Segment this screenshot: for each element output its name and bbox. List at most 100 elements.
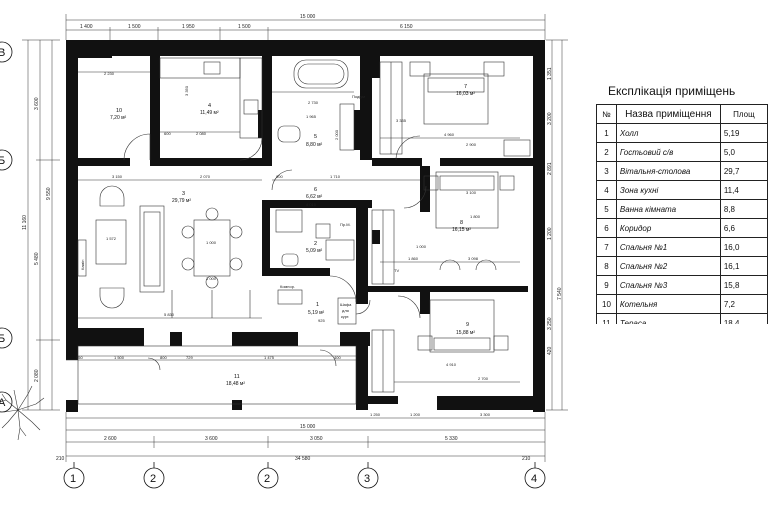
dim-living-h: 5 830 <box>164 312 175 317</box>
left-dim-1: 3 600 <box>34 97 40 110</box>
walls <box>66 40 545 412</box>
terrace-dim-9: 3 300 <box>480 412 491 417</box>
header-area: Площ <box>719 104 768 124</box>
dim-wc-1000: 1 000 <box>416 244 427 249</box>
axis-col-2: 2 <box>150 473 156 485</box>
row-room-name: Ванна кімната <box>615 199 721 219</box>
top-dim-2: 1 500 <box>128 24 141 30</box>
label-kur: курт. <box>341 314 349 319</box>
room-9-number: 9 <box>466 322 469 328</box>
dim-sofa-1572: 1 572 <box>106 236 117 241</box>
terrace-dim-3: 800 <box>160 355 167 360</box>
dim-b2-1860: 1 860 <box>408 256 419 261</box>
header-room-name: Назва приміщення <box>615 104 721 124</box>
top-dim-3: 1 950 <box>182 24 195 30</box>
row-number: 4 <box>596 180 617 200</box>
terrace-outline <box>66 345 357 405</box>
left-dim-3: 2 080 <box>34 369 40 382</box>
row-number: 1 <box>596 123 617 143</box>
dim-kitchen-w: 2 080 <box>196 131 207 136</box>
bottom-dim-4: 5 330 <box>445 436 458 442</box>
dim-b2-w: 3 100 <box>466 190 477 195</box>
bottom-overall-dim: 34 580 <box>295 456 311 462</box>
room-3-number: 3 <box>182 191 185 197</box>
room-2-number: 2 <box>314 241 317 247</box>
row-number: 9 <box>596 275 617 295</box>
right-dim-1: 1 351 <box>547 67 553 80</box>
row-number: 8 <box>596 256 617 276</box>
axis-row-4: А <box>0 397 6 409</box>
row-number: 7 <box>596 237 617 257</box>
row-area: 6,6 <box>719 218 768 238</box>
row-area: 15,8 <box>719 275 768 295</box>
dim-bath-h: 2 000 <box>334 129 339 140</box>
right-dim-3: 2 891 <box>547 162 553 175</box>
room-10-number: 10 <box>116 108 122 114</box>
dim-corr-1710: 1 710 <box>330 174 341 179</box>
dim-1000: 1 000 <box>206 276 217 281</box>
room-7-area: 16,03 м² <box>456 91 475 97</box>
label-dlya: для <box>342 308 349 313</box>
top-dimension-lines <box>65 14 546 40</box>
dim-b2-h: 1 800 <box>470 214 481 219</box>
dim-living-w: 3 150 <box>112 174 123 179</box>
row-number: 2 <box>596 142 617 162</box>
bottom-total-dim: 15 000 <box>300 424 316 430</box>
room-11-number: 11 <box>234 374 240 380</box>
floor-plan-drawing: 15 000 1 400 1 500 1 950 1 500 6 150 11 … <box>0 14 568 489</box>
terrace-dim-8: 1 200 <box>410 412 421 417</box>
bottom-dim-1: 2 600 <box>104 436 117 442</box>
bottom-dim-3: 3 050 <box>310 436 323 442</box>
dim-bath-w2: 1 965 <box>306 114 317 119</box>
label-tv: TV <box>394 268 399 273</box>
left-outer-dim: 11 160 <box>22 215 28 230</box>
right-dimension-lines <box>546 39 568 411</box>
room-4-area: 11,49 м² <box>200 110 219 116</box>
bottom-dim-2: 3 600 <box>205 436 218 442</box>
terrace-dim-1: 950 <box>76 355 83 360</box>
right-dim-2: 3 200 <box>547 112 553 125</box>
right-dim-6: 420 <box>547 346 553 355</box>
label-pr-m: Пр.М. <box>340 222 351 227</box>
axis-col-3: 2 <box>264 473 270 485</box>
room-1-number: 1 <box>316 302 319 308</box>
explication-table: Експлікація приміщень № Назва приміщення… <box>596 84 768 324</box>
row-area: 7,2 <box>719 294 768 314</box>
dim-hall-w: 925 <box>318 318 325 323</box>
furniture <box>77 57 531 393</box>
room-11-area: 18,48 м² <box>226 381 245 387</box>
dim-b2-w2: 3 098 <box>468 256 479 261</box>
dim-kotelnia-w: 2 230 <box>104 71 115 76</box>
row-room-name: Котельня <box>615 294 721 314</box>
terrace-dim-6: 400 <box>334 355 341 360</box>
row-room-name: Коридор <box>615 218 721 238</box>
row-area: 29,7 <box>719 161 768 181</box>
row-room-name: Тераса <box>615 313 721 324</box>
row-area: 5,0 <box>719 142 768 162</box>
right-dim-4: 1 200 <box>547 227 553 240</box>
dim-table-1000: 1 000 <box>206 240 217 245</box>
room-8-area: 16,15 м² <box>452 227 471 233</box>
label-kompor: Компор. <box>280 284 295 289</box>
room-1-area: 5,19 м² <box>308 310 325 316</box>
room-8-number: 8 <box>460 220 463 226</box>
row-number: 10 <box>596 294 617 314</box>
axis-row-1: В <box>0 47 5 59</box>
dim-b1-w: 4 960 <box>444 132 455 137</box>
room-5-area: 8,80 м² <box>306 142 323 148</box>
room-6-number: 6 <box>314 187 317 193</box>
table-header-row: № Назва приміщення Площ <box>596 104 768 124</box>
terrace-dim-7: 1 250 <box>370 412 381 417</box>
